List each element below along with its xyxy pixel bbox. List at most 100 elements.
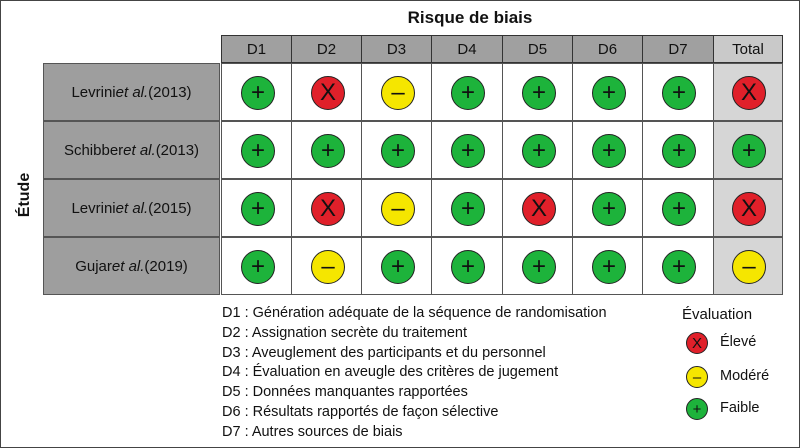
definition-d1: D1 : Génération adéquate de la séquence … <box>222 305 607 321</box>
rating-cell: + <box>221 121 292 179</box>
legend-low-icon: + <box>686 398 708 420</box>
legend-label: Élevé <box>720 334 757 350</box>
rating-cell: + <box>361 237 432 295</box>
rating-cell: + <box>361 121 432 179</box>
rating-low-icon: + <box>592 134 626 168</box>
column-header-d3: D3 <box>361 35 432 63</box>
rating-high-icon: X <box>311 76 345 110</box>
column-header-total: Total <box>713 35 783 63</box>
rating-low-icon: + <box>381 134 415 168</box>
rating-low-icon: + <box>241 192 275 226</box>
rating-low-icon: + <box>451 192 485 226</box>
rating-high-icon: X <box>732 192 766 226</box>
rating-cell: X <box>291 179 362 237</box>
definition-d3: D3 : Aveuglement des participants et du … <box>222 344 546 361</box>
column-header-d2: D2 <box>291 35 362 63</box>
rating-low-icon: + <box>451 76 485 110</box>
study-author: Levrini <box>71 199 116 217</box>
rating-cell: + <box>642 237 714 295</box>
study-author: Gujar <box>75 257 112 275</box>
rating-low-icon: + <box>592 192 626 226</box>
rating-high-icon: X <box>311 192 345 226</box>
rating-cell: + <box>713 121 783 179</box>
column-header-d4: D4 <box>431 35 503 63</box>
rating-low-icon: + <box>592 76 626 110</box>
study-year: (2013) <box>155 141 200 159</box>
rating-cell: – <box>291 237 362 295</box>
rating-low-icon: + <box>451 134 485 168</box>
legend-high-icon: X <box>686 332 708 354</box>
rating-cell: + <box>221 237 292 295</box>
study-label: Levrini et al. (2015) <box>43 179 220 237</box>
domain-definitions: D1 : Génération adéquate de la séquence … <box>222 304 607 443</box>
rating-cell: + <box>642 179 714 237</box>
rating-low-icon: + <box>451 250 485 284</box>
rating-low-icon: + <box>381 250 415 284</box>
rating-cell: – <box>361 179 432 237</box>
rating-cell: X <box>713 63 783 121</box>
rating-cell: + <box>572 121 643 179</box>
rating-cell: + <box>572 63 643 121</box>
definition-d5: D5 : Données manquantes rapportées <box>222 384 468 401</box>
rating-cell: X <box>502 179 573 237</box>
rating-moderate-icon: – <box>381 192 415 226</box>
rating-low-icon: + <box>662 134 696 168</box>
legend-label: Faible <box>720 400 760 416</box>
rating-low-icon: + <box>592 250 626 284</box>
rating-low-icon: + <box>241 134 275 168</box>
rating-cell: + <box>291 121 362 179</box>
definition-d4: D4 : Évaluation en aveugle des critères … <box>222 364 559 381</box>
rating-cell: + <box>431 179 503 237</box>
study-year: (2019) <box>144 257 188 275</box>
study-etal: et al. <box>123 141 156 159</box>
study-label: Gujar et al. (2019) <box>43 237 220 295</box>
study-label: Levrini et al. (2013) <box>43 63 220 121</box>
rating-cell: + <box>502 121 573 179</box>
rating-moderate-icon: – <box>311 250 345 284</box>
rating-high-icon: X <box>732 76 766 110</box>
column-header-d6: D6 <box>572 35 643 63</box>
rating-cell: + <box>431 63 503 121</box>
rating-low-icon: + <box>241 76 275 110</box>
rating-cell: + <box>221 179 292 237</box>
y-axis-title-text: Étude <box>16 172 34 218</box>
rating-high-icon: X <box>522 192 556 226</box>
rating-low-icon: + <box>662 250 696 284</box>
study-year: (2015) <box>148 199 192 217</box>
rating-cell: X <box>713 179 783 237</box>
rating-cell: + <box>502 237 573 295</box>
rating-cell: X <box>291 63 362 121</box>
rating-low-icon: + <box>662 192 696 226</box>
column-header-d7: D7 <box>642 35 714 63</box>
main-title: Risque de biais <box>407 8 533 27</box>
rating-moderate-icon: – <box>381 76 415 110</box>
rating-cell: + <box>221 63 292 121</box>
legend-label: Modéré <box>720 368 770 384</box>
study-etal: et al. <box>115 199 149 217</box>
study-author: Schibber <box>63 141 124 159</box>
rating-low-icon: + <box>732 134 766 168</box>
rating-moderate-icon: – <box>732 250 766 284</box>
definition-d7: D7 : Autres sources de biais <box>222 423 403 440</box>
rating-cell: + <box>642 121 714 179</box>
column-header-d5: D5 <box>502 35 573 63</box>
study-year: (2013) <box>148 83 192 101</box>
rating-cell: + <box>572 179 643 237</box>
study-etal: et al. <box>115 83 149 101</box>
definition-d6: D6 : Résultats rapportés de façon sélect… <box>222 403 499 420</box>
rating-low-icon: + <box>662 76 696 110</box>
rating-low-icon: + <box>241 250 275 284</box>
study-etal: et al. <box>111 257 145 275</box>
study-label: Schibber et al. (2013) <box>43 121 220 179</box>
rating-cell: – <box>713 237 783 295</box>
rating-low-icon: + <box>311 134 345 168</box>
y-axis-title: Étude <box>10 165 40 225</box>
rating-low-icon: + <box>522 250 556 284</box>
rating-low-icon: + <box>522 134 556 168</box>
rating-low-icon: + <box>522 76 556 110</box>
rating-cell: + <box>431 237 503 295</box>
rating-cell: + <box>642 63 714 121</box>
rating-cell: + <box>572 237 643 295</box>
rating-cell: + <box>431 121 503 179</box>
definition-d2: D2 : Assignation secrète du traitement <box>222 324 468 341</box>
